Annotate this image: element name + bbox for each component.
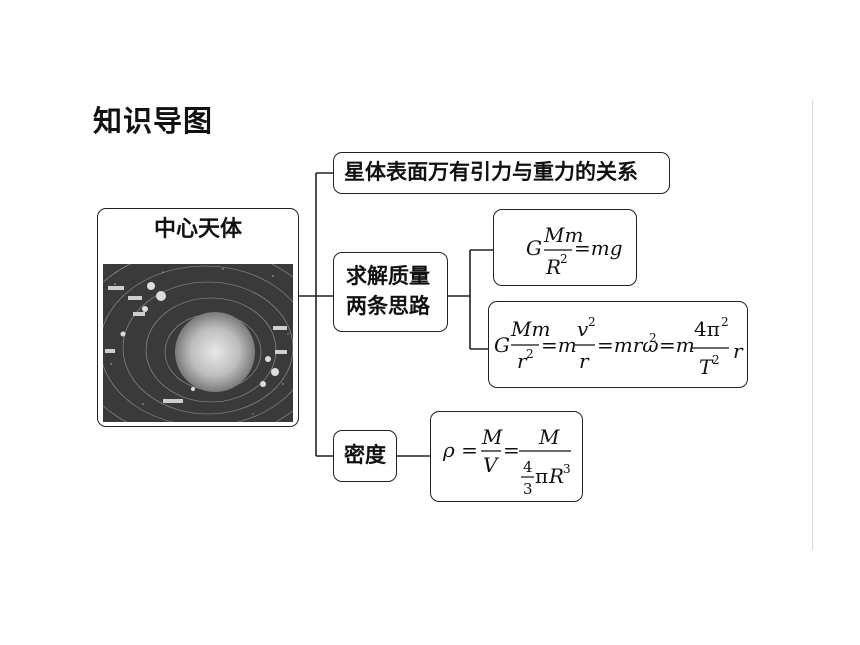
formula-small-numerator: 4 (523, 458, 533, 476)
formula-box-mg: G Mm R 2 =mg (493, 209, 637, 286)
formula-numerator: 4π (694, 317, 720, 341)
formula-mg: G Mm R 2 =mg (526, 223, 623, 279)
formula-term: =m (659, 333, 695, 357)
formula-superscript: 2 (560, 252, 568, 266)
formula-term: r (733, 339, 744, 363)
page-title: 知识导图 (93, 104, 214, 138)
formula-denominator: V (483, 453, 500, 477)
formula-symbol: G (526, 236, 542, 260)
formula-denominator: r (579, 349, 590, 373)
branch-label-line1: 求解质量 (346, 264, 430, 288)
formula-superscript: 2 (712, 353, 720, 367)
branch-label: 星体表面万有引力与重力的关系 (344, 160, 638, 184)
center-body-label: 中心天体 (153, 217, 242, 242)
formula-density: ρ = M V = M 4 3 π R 3 (442, 425, 571, 498)
formula-denominator: R (545, 255, 561, 279)
formula-term: = (503, 438, 520, 462)
formula-pi: π (535, 464, 548, 488)
formula-term: =mrω (597, 333, 659, 357)
divider (812, 100, 813, 550)
formula-superscript: 2 (649, 331, 657, 345)
formula-symbol: ρ = (442, 438, 478, 462)
center-body-box: 中心天体 (97, 208, 299, 427)
formula-numerator: v (577, 317, 589, 341)
formula-superscript: 2 (526, 347, 534, 361)
formula-box-density: ρ = M V = M 4 3 π R 3 (430, 411, 583, 502)
formula-box-orbit: G Mm r 2 =m v 2 r =mrω 2 =m 4π 2 T 2 r (488, 301, 748, 388)
formula-orbit: G Mm r 2 =m v 2 r =mrω 2 =m 4π 2 T 2 r (494, 315, 744, 379)
formula-superscript: 2 (588, 315, 596, 329)
formula-denominator: T (699, 355, 714, 379)
formula-small-denominator: 3 (523, 480, 533, 498)
formula-radius: R (548, 464, 564, 488)
formula-numerator: M (538, 425, 560, 449)
solar-system-image (103, 264, 293, 422)
branch-mass-methods: 求解质量 两条思路 (333, 252, 448, 332)
formula-superscript: 3 (563, 462, 571, 476)
branch-density: 密度 (333, 430, 397, 482)
branch-surface-gravity: 星体表面万有引力与重力的关系 (333, 152, 670, 194)
branch-label-line2: 两条思路 (346, 294, 430, 318)
formula-denominator: r (517, 349, 528, 373)
branch-label: 求解质量 两条思路 (346, 261, 430, 321)
formula-numerator: Mm (543, 223, 583, 247)
formula-numerator: M (481, 425, 503, 449)
formula-numerator: Mm (510, 317, 550, 341)
formula-symbol: G (494, 333, 510, 357)
formula-superscript: 2 (721, 315, 729, 329)
branch-label: 密度 (344, 443, 386, 467)
formula-rhs: =mg (574, 236, 623, 260)
formula-term: =m (541, 333, 577, 357)
